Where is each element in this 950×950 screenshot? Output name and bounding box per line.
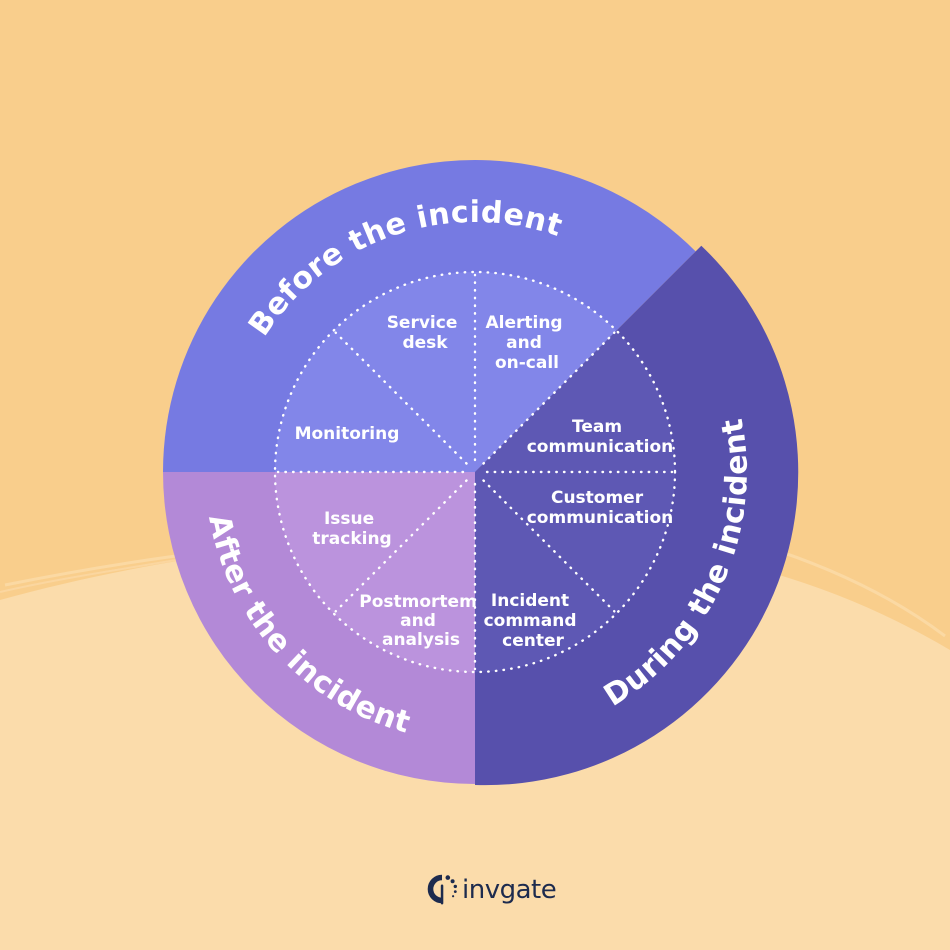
logo-dot-5 [452,895,455,898]
logo-dot-1 [445,875,451,880]
segment-divider-lines [276,273,674,671]
inner-dotted-circle [273,270,677,674]
invgate-logo: invgate [427,874,557,905]
logo-dot-4 [453,890,457,893]
incident-lifecycle-wheel: Service desk Alerting and on-call Team c… [163,160,799,786]
segment-label-postmortem-analysis: Postmortem and analysis [359,592,482,650]
segment-label-customer-communication: Customer communication [527,488,674,528]
segment-label-team-communication: Team communication [527,417,674,457]
segment-label-incident-command-center: Incident command center [484,591,583,651]
segment-label-service-desk: Service desk [387,313,464,353]
divider-ne [482,331,616,465]
phase-inner-after [275,472,475,672]
invgate-wordmark: invgate [462,875,556,905]
hill-brush-streak-left-2 [0,555,201,593]
segment-label-alerting-on-call: Alerting and on-call [485,313,568,373]
hill-brush-streak-right [759,543,946,638]
logo-dot-3 [453,884,457,889]
phase-inner-during [475,330,675,672]
divider-nw [334,331,468,465]
phase-inner-before [275,272,617,472]
invgate-spiral-icon [427,874,457,905]
divider-sw [334,479,468,613]
logo-crescent [427,874,443,904]
segment-label-monitoring: Monitoring [295,424,400,444]
logo-stick [440,884,444,905]
divider-se [482,479,616,613]
segment-label-issue-tracking: Issue tracking [312,509,391,549]
logo-dot-2 [450,879,455,884]
